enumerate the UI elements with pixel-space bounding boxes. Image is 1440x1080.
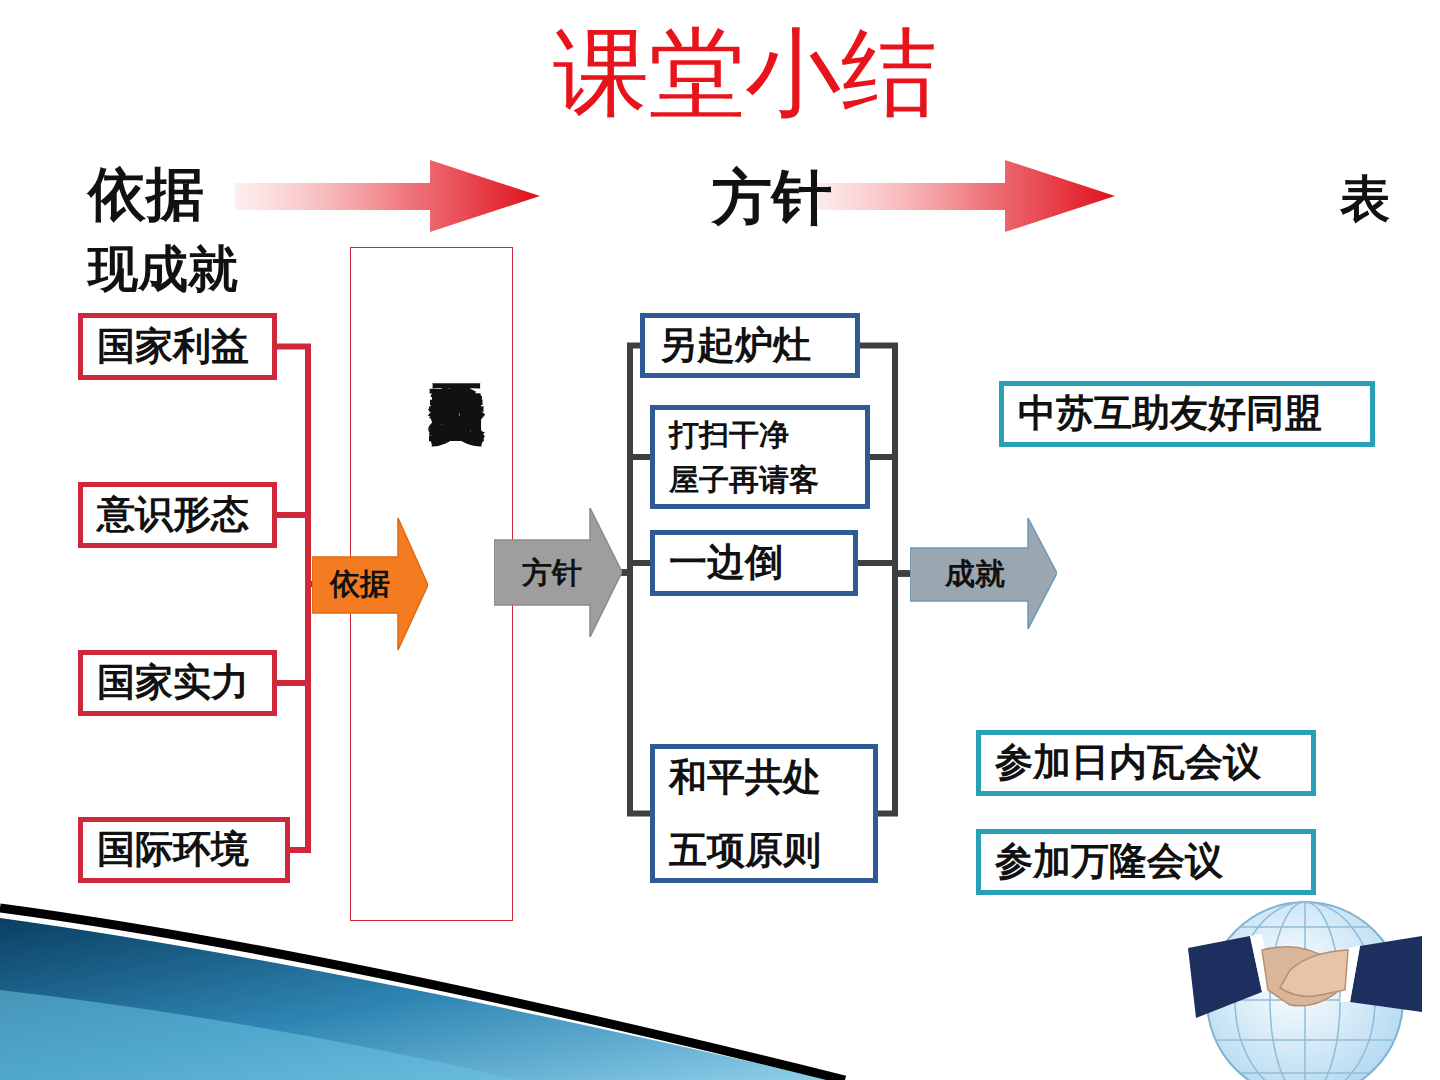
node-text: 依据 bbox=[330, 566, 390, 602]
node-text: 参加日内瓦会议 bbox=[995, 740, 1261, 786]
bracket-connector bbox=[290, 584, 312, 850]
node-text: 一边倒 bbox=[669, 540, 783, 586]
achievement-box: 参加日内瓦会议 bbox=[976, 730, 1316, 796]
node-text: 国家利益 bbox=[97, 324, 249, 370]
achievement-box: 参加万隆会议 bbox=[976, 829, 1316, 895]
factor-box: 国际环境 bbox=[78, 817, 290, 883]
header-label: 依据 bbox=[88, 156, 204, 234]
handshake-globe bbox=[1188, 902, 1422, 1080]
factor-box: 国家利益 bbox=[78, 313, 277, 380]
header-label: 表 bbox=[1340, 166, 1390, 233]
node-text: 打扫干净 屋子再请客 bbox=[669, 412, 865, 502]
header-arrow bbox=[235, 160, 540, 232]
corner-wave-edge bbox=[0, 908, 845, 1080]
bracket-connector bbox=[878, 574, 910, 814]
node-text: 成就 bbox=[945, 556, 1005, 592]
achievement-arrow: 成就 bbox=[910, 518, 1057, 629]
principle-box: 和平共处 五项原则 bbox=[650, 744, 878, 883]
node-text: 国际环境 bbox=[97, 827, 249, 873]
node-text: 和平共处 五项原则 bbox=[669, 741, 873, 885]
bracket-connector bbox=[622, 457, 650, 573]
node-text: 意识形态 bbox=[97, 492, 249, 538]
node-text: 方针 bbox=[522, 555, 582, 591]
basis-arrow: 依据 bbox=[312, 518, 428, 650]
bracket-connector bbox=[858, 563, 910, 574]
bracket-connector bbox=[870, 457, 910, 574]
arrow-shape-fill bbox=[494, 508, 622, 637]
corner-wave bbox=[0, 918, 830, 1080]
slide-title: 课堂小结 bbox=[553, 10, 937, 140]
node-text: 另起炉灶 bbox=[659, 323, 811, 369]
bracket-connector bbox=[622, 563, 650, 573]
bracket-connector bbox=[277, 347, 312, 585]
node-text: 国家实力 bbox=[97, 660, 249, 706]
arrow-shape-fill bbox=[910, 518, 1057, 629]
bracket-connector bbox=[622, 573, 650, 814]
node-text: 参加万隆会议 bbox=[995, 839, 1223, 885]
principle-arrow: 方针 bbox=[494, 508, 622, 637]
bracket-connector bbox=[622, 346, 640, 573]
corner-wave-light bbox=[0, 990, 520, 1080]
factor-box: 国家实力 bbox=[78, 650, 277, 716]
principle-box: 打扫干净 屋子再请客 bbox=[650, 405, 870, 509]
principle-box: 一边倒 bbox=[650, 530, 858, 596]
factor-box: 意识形态 bbox=[78, 482, 277, 548]
principle-box: 另起炉灶 bbox=[640, 313, 860, 378]
node-text: 中苏互助友好同盟 bbox=[1018, 391, 1322, 437]
header-label: 方针 bbox=[712, 158, 832, 239]
header-arrow bbox=[810, 160, 1115, 232]
bracket-connector bbox=[277, 584, 312, 683]
achievement-box: 中苏互助友好同盟 bbox=[999, 381, 1375, 447]
bracket-connector bbox=[277, 515, 312, 584]
header-label: 现成就 bbox=[88, 236, 238, 303]
